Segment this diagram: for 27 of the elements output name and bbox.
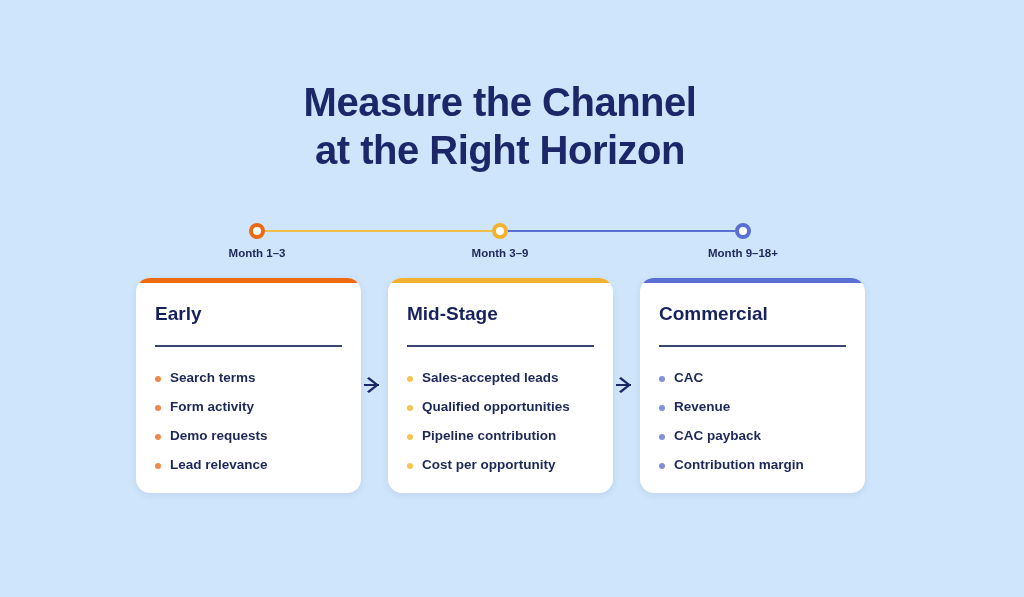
metric-item: Form activity [170, 399, 255, 414]
stage-card [136, 278, 361, 493]
metric-item: CAC [674, 370, 704, 385]
metric-item: Revenue [674, 399, 731, 414]
metric-item: Lead relevance [170, 457, 268, 472]
card-heading: Commercial [659, 303, 768, 325]
metric-item: Search terms [170, 370, 256, 385]
metric-item: Cost per opportunity [422, 457, 556, 472]
timeline-marker [735, 223, 751, 239]
timeline-marker [249, 223, 265, 239]
stage-card [388, 278, 613, 493]
stage-card [640, 278, 865, 493]
title: Measure the Channel at the Right Horizon [302, 79, 698, 174]
time-range-label: Month 9–18+ [708, 247, 778, 259]
timeline-line [507, 230, 736, 232]
card-heading: Mid-Stage [407, 303, 498, 325]
metric-item: Contribution margin [674, 457, 804, 472]
timeline-marker [492, 223, 508, 239]
metric-item: Pipeline contribution [422, 428, 557, 443]
metric-item: CAC payback [674, 428, 762, 443]
time-range-label: Month 3–9 [471, 247, 529, 259]
timeline-line [264, 230, 493, 232]
metric-item: Sales-accepted leads [422, 370, 559, 385]
metric-item: Demo requests [170, 428, 268, 443]
metric-item: Qualified opportunities [422, 399, 570, 414]
time-range-label: Month 1–3 [228, 247, 286, 259]
card-heading: Early [155, 303, 202, 325]
